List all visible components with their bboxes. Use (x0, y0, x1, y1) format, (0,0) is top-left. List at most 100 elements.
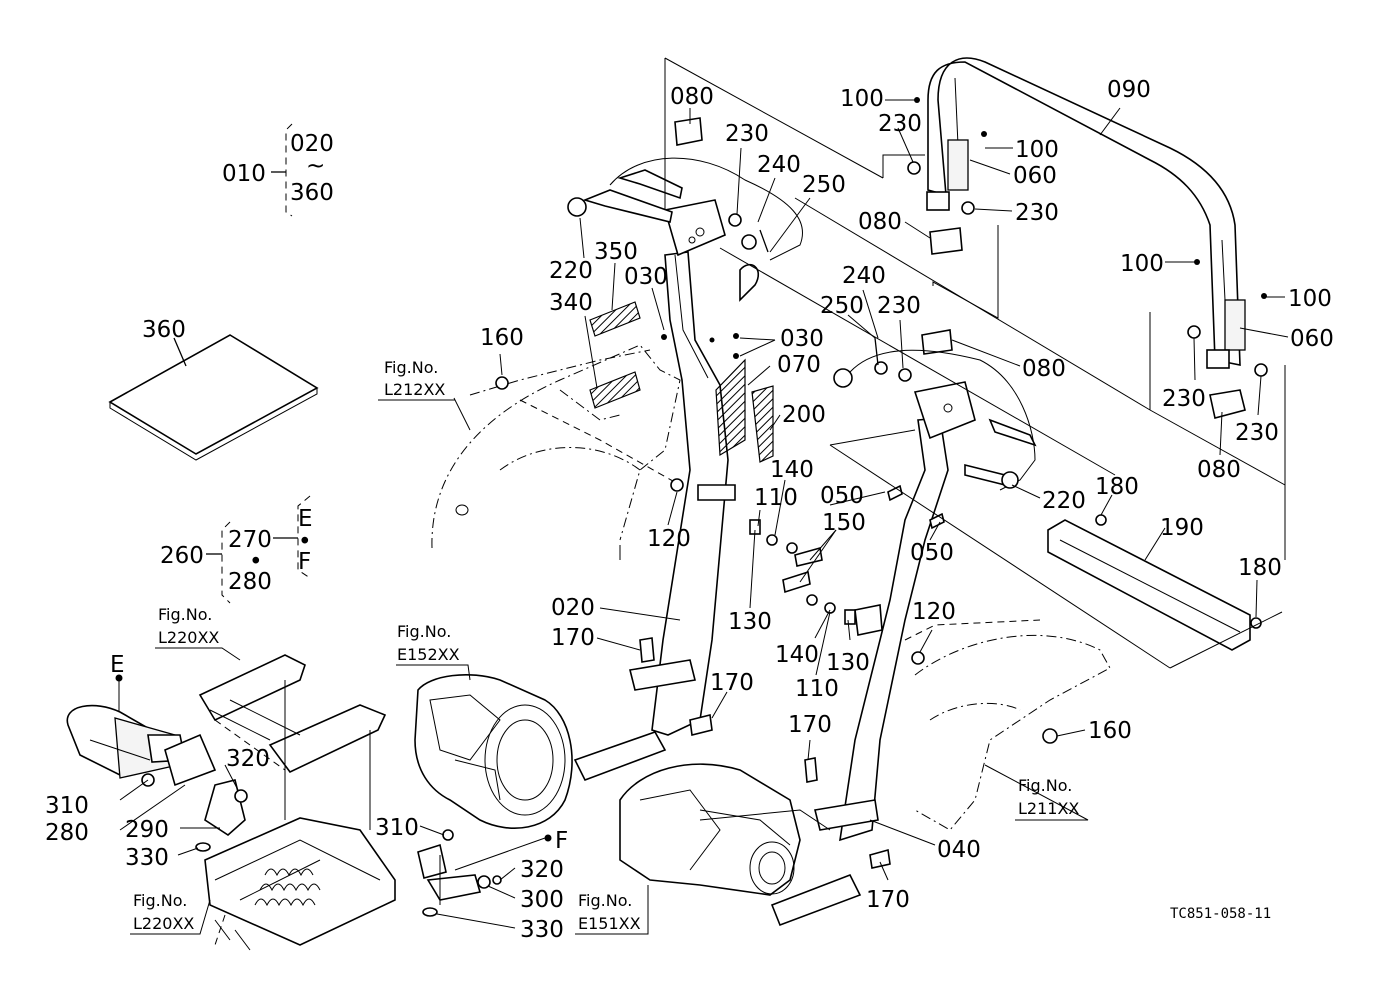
ref-l212-line2: L212XX (384, 380, 445, 399)
label-250b: 250 (820, 293, 864, 319)
seat-springs (254, 868, 321, 907)
figure-references: Fig.No. L212XX Fig.No. L220XX Fig.No. E1… (133, 358, 1079, 933)
label-170c: 170 (788, 712, 832, 738)
rops-upper-hoop-090 (926, 57, 1246, 369)
label-180a: 180 (1095, 474, 1139, 500)
label-130b: 130 (826, 650, 870, 676)
ref-l220b-line1: Fig.No. (133, 891, 187, 910)
label-250a: 250 (802, 172, 846, 198)
label-090: 090 (1107, 77, 1151, 103)
label-200: 200 (782, 402, 826, 428)
label-E: E (110, 652, 125, 678)
label-100a: 100 (840, 86, 884, 112)
label-300: 300 (520, 887, 564, 913)
label-020b: 020 (551, 595, 595, 621)
label-310b: 310 (375, 815, 419, 841)
ref-l212-line1: Fig.No. (384, 358, 438, 377)
label-F: F (555, 828, 568, 854)
label-010: 010 (222, 161, 266, 187)
and-dot-1: • (249, 549, 263, 575)
label-020-top: 020 (290, 131, 334, 157)
label-060b: 060 (1290, 326, 1334, 352)
ref-l211-line2: L211XX (1018, 799, 1079, 818)
label-050a: 050 (820, 483, 864, 509)
ref-l220a-line1: Fig.No. (158, 605, 212, 624)
label-100b: 100 (1015, 137, 1059, 163)
boundary-lines (439, 57, 1286, 905)
seat-frame-l220 (204, 817, 396, 951)
label-120b: 120 (912, 599, 956, 625)
transmission-housing-e151 (619, 763, 801, 896)
ref-e151-line2: E151XX (578, 914, 641, 933)
label-F-group: F (298, 549, 311, 575)
ref-e152-line1: Fig.No. (397, 622, 451, 641)
label-330a: 330 (125, 845, 169, 871)
warning-decals (589, 301, 774, 463)
label-230f: 230 (1235, 420, 1279, 446)
label-100c: 100 (1120, 251, 1164, 277)
label-130a: 130 (728, 609, 772, 635)
and-dot-2: • (298, 529, 312, 555)
label-080c: 080 (1022, 356, 1066, 382)
label-040: 040 (937, 837, 981, 863)
part-labels: 010 020 ~ 360 360 260 270 • 280 E • F 08… (45, 77, 1334, 943)
group-260-bracket (206, 495, 311, 604)
label-230e: 230 (1162, 386, 1206, 412)
label-110b: 110 (795, 676, 839, 702)
label-140a: 140 (770, 457, 814, 483)
label-230d: 230 (877, 293, 921, 319)
label-060a: 060 (1013, 163, 1057, 189)
label-100d: 100 (1288, 286, 1332, 312)
cross-bar-190 (1047, 514, 1262, 651)
label-230b: 230 (878, 111, 922, 137)
label-170a: 170 (551, 625, 595, 651)
label-E-group: E (298, 506, 313, 532)
leader-lines (119, 99, 1289, 935)
label-240a: 240 (757, 152, 801, 178)
buckle-bracket-290 (195, 779, 248, 852)
ref-l211-line1: Fig.No. (1018, 776, 1072, 795)
label-110a: 110 (754, 485, 798, 511)
ref-l220b-line2: L220XX (133, 914, 194, 933)
label-290: 290 (125, 817, 169, 843)
label-170b: 170 (710, 670, 754, 696)
label-080b: 080 (858, 209, 902, 235)
range-tilde: ~ (306, 153, 325, 179)
label-360: 360 (142, 317, 186, 343)
label-150: 150 (822, 510, 866, 536)
label-230a: 230 (725, 121, 769, 147)
label-080a: 080 (670, 84, 714, 110)
ref-e151-line1: Fig.No. (578, 891, 632, 910)
label-160b: 160 (1088, 718, 1132, 744)
seat-belt-buckle-f (417, 829, 552, 917)
label-160a: 160 (480, 325, 524, 351)
label-070: 070 (777, 352, 821, 378)
fender-ghost-right (904, 619, 1111, 831)
label-360-top: 360 (290, 180, 334, 206)
seat-rails (198, 654, 387, 830)
ref-e152-line2: E152XX (397, 645, 460, 664)
label-080d: 080 (1197, 457, 1241, 483)
label-120a: 120 (647, 526, 691, 552)
hardware (495, 97, 1268, 869)
transmission-housing-e152 (414, 674, 573, 829)
fender-ghost-left (431, 344, 681, 549)
label-280: 280 (45, 820, 89, 846)
label-170d: 170 (866, 887, 910, 913)
label-350: 350 (594, 239, 638, 265)
label-280-group: 280 (228, 569, 272, 595)
group-010-bracket (271, 123, 293, 217)
label-050b: 050 (910, 540, 954, 566)
drawing-code: TC851-058-11 (1170, 906, 1271, 922)
label-030a: 030 (624, 264, 668, 290)
label-270: 270 (228, 527, 272, 553)
label-320b: 320 (520, 857, 564, 883)
rops-post-right-040 (770, 381, 976, 927)
label-260: 260 (160, 543, 204, 569)
operator-manual (108, 334, 319, 461)
label-180b: 180 (1238, 555, 1282, 581)
label-230c: 230 (1015, 200, 1059, 226)
ref-l220a-line2: L220XX (158, 628, 219, 647)
